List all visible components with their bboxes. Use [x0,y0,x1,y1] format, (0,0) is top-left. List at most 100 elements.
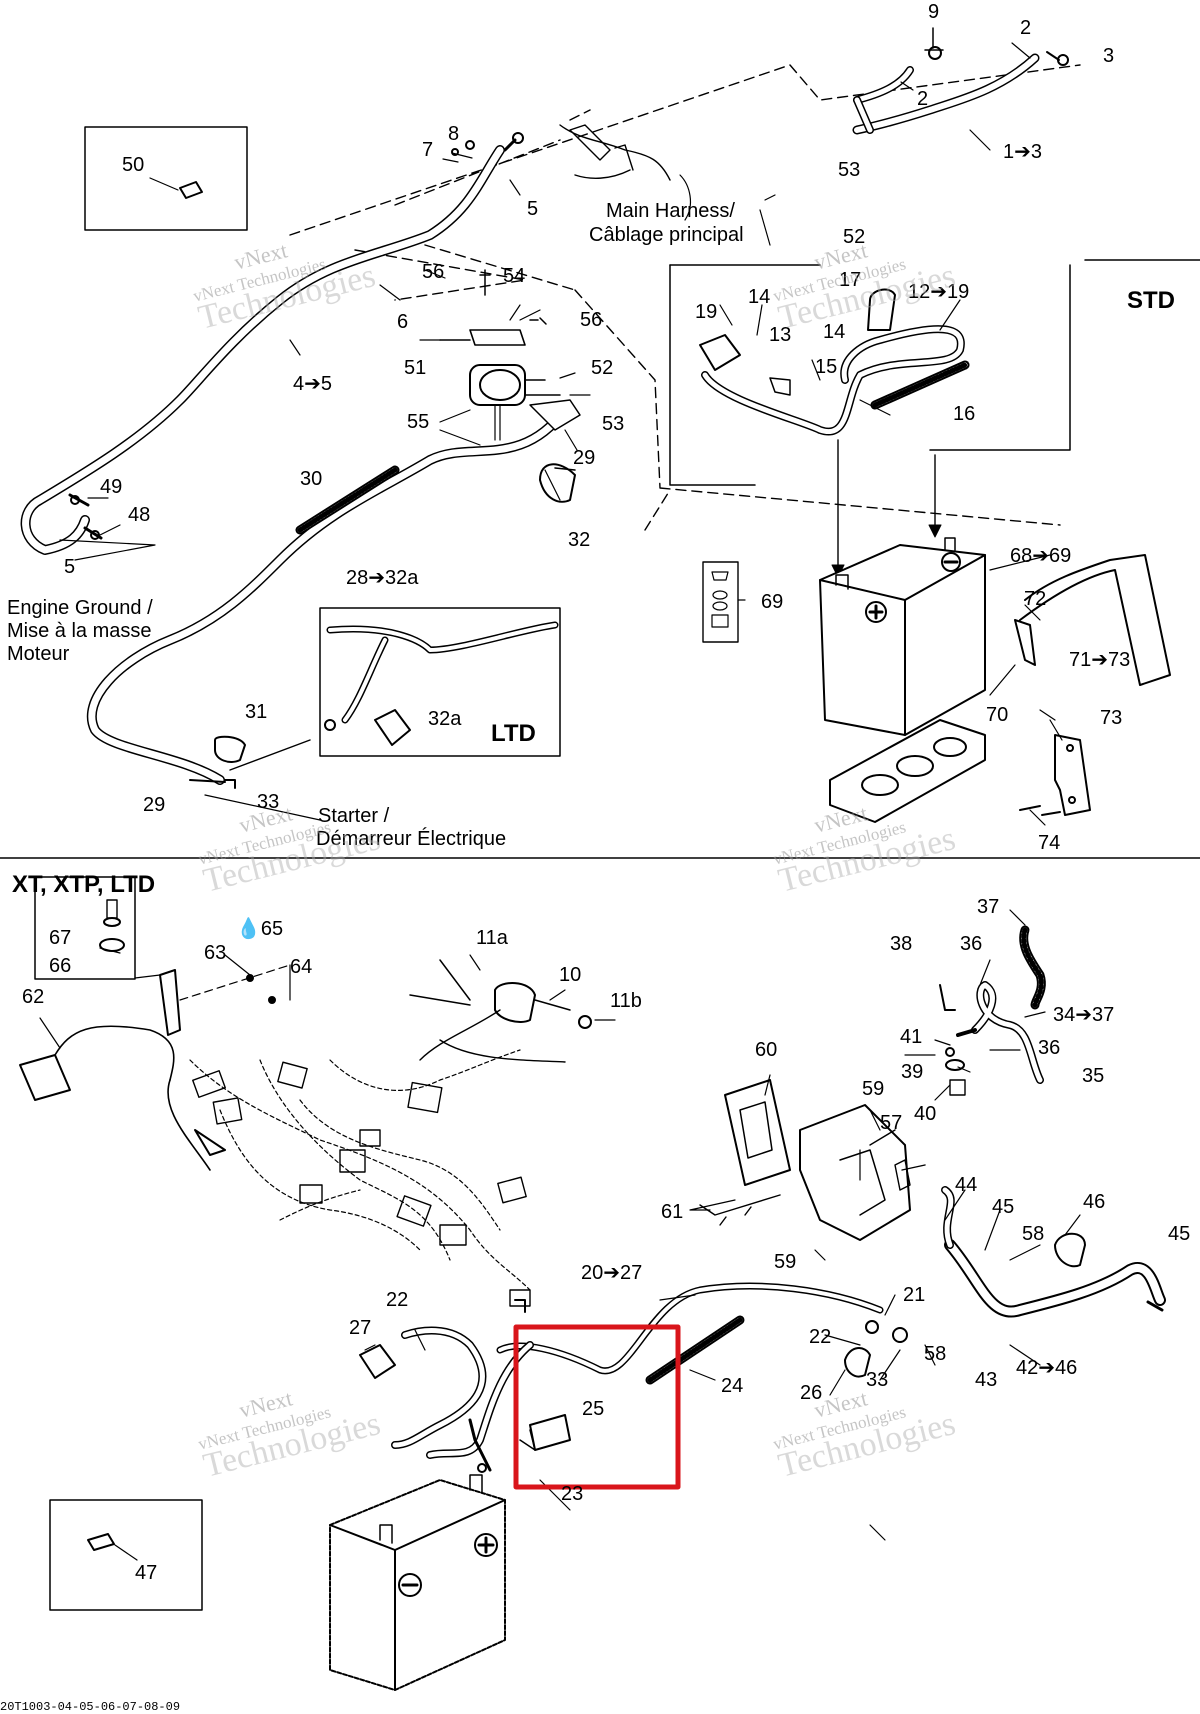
caption-starter-2: Démarreur Électrique [316,828,507,850]
callout-37: 37 [977,896,1000,918]
callout-68-69: 68➔69 [1010,545,1072,567]
callout-56: 56 [422,261,445,283]
callout-23: 23 [561,1483,584,1505]
callout-53: 53 [838,159,861,181]
callout-63: 63 [204,942,227,964]
callout-47: 47 [135,1562,158,1584]
caption-engine-ground-2: Mise à la masse [7,620,152,642]
callout-28-32a: 28➔32a [346,567,419,589]
callout-48: 48 [128,504,151,526]
callout-40: 40 [914,1103,937,1125]
bracket-73 [1019,719,1091,816]
corrugated-24 [645,1315,745,1385]
callout-2: 2 [1020,17,1032,39]
callout-53b: 53 [602,413,625,435]
cable-12-19 [699,288,965,436]
callout-30: 30 [300,468,323,490]
sensor-10 [409,959,592,1063]
connector-62 [19,1025,226,1171]
callout-14b: 14 [823,321,846,343]
callout-65-text: 65 [260,918,284,940]
callout-4-5: 4➔5 [293,373,333,395]
highlight-box [513,1324,681,1490]
cable-1-3 [852,27,1069,135]
std-arrows [837,439,936,576]
battery-bottom [329,1474,506,1691]
callout-74: 74 [1038,832,1061,854]
callout-38: 38 [890,933,913,955]
callout-58b: 58 [924,1343,947,1365]
callout-43: 43 [975,1369,998,1391]
callout-11b: 11b [610,990,642,1012]
cable-4-5 [20,132,524,555]
boot-26 [844,1347,871,1378]
label-xt-xtp-ltd: XT, XTP, LTD [12,871,156,898]
callout-64: 64 [290,956,313,978]
parts-box-66-67 [34,876,161,980]
callout-25: 25 [582,1398,605,1420]
callout-6: 6 [397,311,409,333]
tray-70 [829,719,986,823]
caption-engine-ground-1: Engine Ground / [7,597,153,619]
callout-33: 33 [257,791,280,813]
callout-45: 45 [992,1196,1015,1218]
boot-32 [539,463,576,503]
callout-33b: 33 [866,1369,889,1391]
callout-59: 59 [862,1078,885,1100]
callout-14: 14 [748,286,771,308]
callout-44: 44 [955,1174,978,1196]
callout-27: 27 [349,1317,372,1339]
callout-13: 13 [769,324,792,346]
callout-45b: 45 [1168,1223,1191,1245]
module-60-57 [699,1079,926,1241]
callout-58: 58 [1022,1223,1045,1245]
callout-42-46: 42➔46 [1016,1357,1078,1379]
callout-36: 36 [960,933,983,955]
callout-60: 60 [755,1039,778,1061]
corrugated-tubes [295,360,970,535]
inset-box-50 [84,126,248,231]
battery-68-69 [819,537,986,736]
cable-34-37 [939,925,1046,1096]
callout-52: 52 [843,226,866,248]
callout-16: 16 [953,403,976,425]
callout-29b: 29 [143,794,166,816]
callout-72: 72 [1024,588,1047,610]
callout-67: 67 [49,927,72,949]
inset-box-47 [49,1499,203,1611]
callout-41: 41 [900,1026,923,1048]
callout-36b: 36 [1038,1037,1061,1059]
callout-32: 32 [568,529,591,551]
callout-62: 62 [22,986,45,1008]
caption-main-harness-2: Câblage principal [589,224,744,246]
leader-lines-top [59,42,1056,826]
callout-15: 15 [815,356,838,378]
wiring-harness [189,1049,531,1291]
std-box [669,259,1200,486]
callout-29: 29 [573,447,596,469]
callout-35: 35 [1082,1065,1105,1087]
solenoid-51 [439,269,561,441]
callout-32a: 32a [428,708,462,730]
callout-7: 7 [422,139,434,161]
callout-55: 55 [407,411,430,433]
cable-42-46 [941,1186,1166,1318]
starter-terminal [189,779,321,821]
callout-21: 21 [903,1284,926,1306]
cable-20-27 [359,1282,908,1473]
harness-connectors [192,1061,531,1307]
callout-20-27: 20➔27 [581,1262,643,1284]
callout-12-19: 12➔19 [908,281,970,303]
callout-19: 19 [695,301,718,323]
caption-main-harness-1: Main Harness/ [606,200,735,222]
leader-lines-bottom [39,909,1081,1541]
callout-66: 66 [49,955,72,977]
callout-34-37: 34➔37 [1053,1004,1115,1026]
main-harness [559,124,692,221]
ltd-inset [229,607,561,771]
parts-box-69 [702,561,746,643]
callout-46: 46 [1083,1191,1106,1213]
callout-8: 8 [448,123,460,145]
